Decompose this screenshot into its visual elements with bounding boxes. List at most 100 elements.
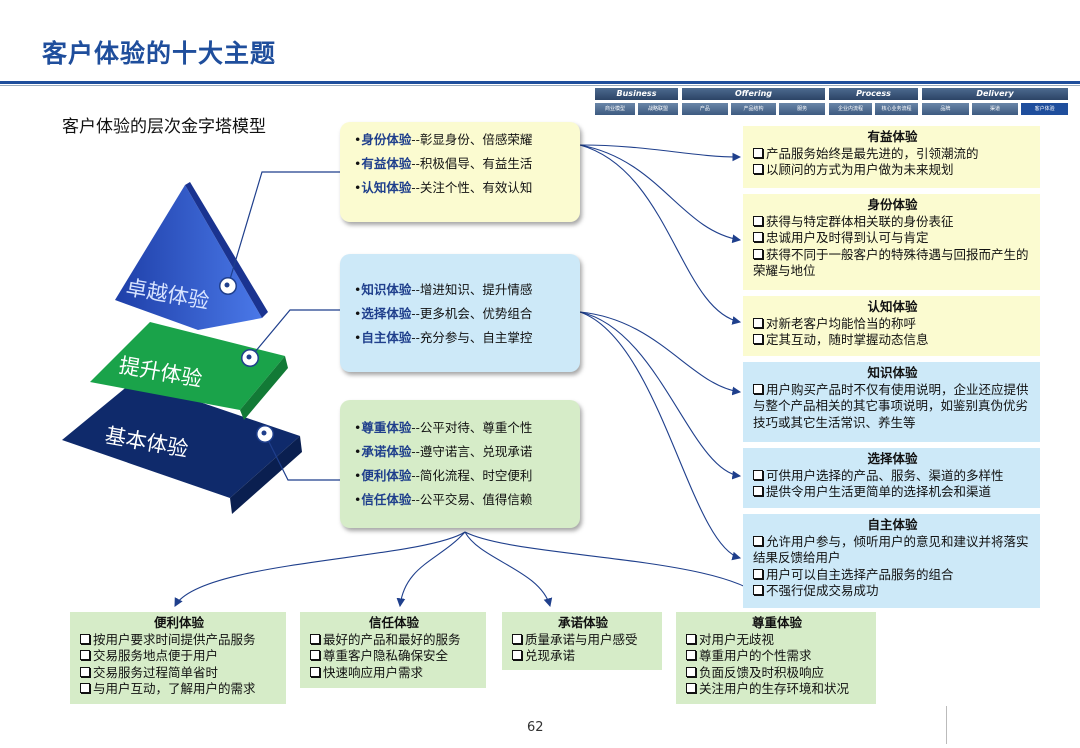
checkbox-item: 关注用户的生存环境和状况 (686, 681, 868, 698)
header-group-process: Process 企业内流程 核心业务流程 (829, 88, 918, 118)
mid-item: •认知体验--关注个性、有效认知 (354, 180, 533, 195)
bottom-box-zunzhong: 尊重体验 对用户无歧视 尊重用户的个性需求 负面反馈及时积极响应 关注用户的生存… (676, 612, 876, 704)
right-box-xuanze: 选择体验 可供用户选择的产品、服务、渠道的多样性 提供令用户生活更简单的选择机会… (743, 448, 1040, 508)
checkbox-icon (512, 633, 522, 644)
checkbox-item: 对用户无歧视 (686, 632, 868, 649)
checkbox-icon (753, 215, 763, 226)
checkbox-icon (686, 666, 696, 677)
bottom-box-bianli: 便利体验 按用户要求时间提供产品服务 交易服务地点便于用户 交易服务过程简单省时… (70, 612, 286, 704)
checkbox-icon (753, 383, 763, 394)
checkbox-icon (753, 469, 763, 480)
checkbox-icon (753, 535, 763, 546)
checkbox-item: 允许用户参与，倾听用户的意见和建议并将落实结果反馈给用户 (753, 533, 1029, 565)
checkbox-icon (80, 666, 90, 677)
right-box-title: 自主体验 (867, 517, 918, 532)
checkbox-item: 可供用户选择的产品、服务、渠道的多样性 (753, 468, 1032, 485)
mid-item: •知识体验--增进知识、提升情感 (354, 282, 533, 297)
pyramid-tier-bottom (62, 380, 300, 498)
checkbox-icon (753, 334, 763, 344)
mid-item: •有益体验--积极倡导、有益生活 (354, 156, 533, 171)
checkbox-item: 以顾问的方式为用户做为未来规划 (753, 162, 1032, 179)
checkbox-item: 与用户互动，了解用户的需求 (80, 681, 278, 698)
mid-box-top: •身份体验--彰显身份、倍感荣耀 •有益体验--积极倡导、有益生活 •认知体验-… (340, 122, 580, 222)
bottom-box-title: 承诺体验 (557, 615, 608, 630)
checkbox-item: 不强行促成交易成功 (753, 583, 1032, 600)
page-title: 客户体验的十大主题 (42, 39, 277, 68)
checkbox-item: 对新老客户均能恰当的称呼 (753, 316, 1032, 333)
checkbox-icon (310, 650, 320, 660)
header-cell: 商业模型 (595, 103, 635, 115)
checkbox-item: 负面反馈及时积极响应 (686, 665, 868, 682)
checkbox-icon (80, 650, 90, 660)
pyramid-tier-middle (90, 322, 285, 410)
title-divider-thin (0, 85, 1080, 86)
checkbox-item: 提供令用户生活更简单的选择机会和渠道 (753, 484, 1032, 501)
checkbox-item: 尊重用户的个性需求 (686, 648, 868, 665)
mid-box-middle: •知识体验--增进知识、提升情感 •选择体验--更多机会、优势组合 •自主体验-… (340, 254, 580, 372)
bottom-box-title: 便利体验 (153, 615, 204, 630)
checkbox-item: 获得不同于一般客户的特殊待遇与回报而产生的荣耀与地位 (753, 246, 1029, 278)
checkbox-item: 交易服务过程简单省时 (80, 665, 278, 682)
mid-item: •自主体验--充分参与、自主掌控 (354, 330, 533, 345)
right-box-youyi: 有益体验 产品服务始终是最先进的，引领潮流的 以顾问的方式为用户做为未来规划 (743, 126, 1040, 188)
right-box-zhishi: 知识体验 用户购买产品时不仅有使用说明，企业还应提供与整个产品相关的其它事项说明… (743, 362, 1040, 442)
mid-item: •选择体验--更多机会、优势组合 (354, 306, 533, 321)
header-label: Business (595, 88, 678, 100)
checkbox-icon (686, 633, 696, 644)
header-group-offering: Offering 产品 产品结构 服务 (682, 88, 826, 118)
checkbox-item: 用户可以自主选择产品服务的组合 (753, 567, 1032, 584)
checkbox-icon (310, 666, 320, 677)
header-group-business: Business 商业模型 战略联盟 (595, 88, 678, 118)
header-cell: 渠道 (971, 103, 1019, 115)
pyramid-connectors (227, 171, 340, 481)
checkbox-icon (686, 683, 696, 693)
header-label: Offering (682, 88, 825, 100)
right-box-shenfen: 身份体验 获得与特定群体相关联的身份表征 忠诚用户及时得到认可与肯定 获得不同于… (743, 194, 1040, 290)
title-divider (0, 81, 1080, 84)
header-cell: 品牌 (922, 103, 969, 115)
checkbox-item: 产品服务始终是最先进的，引领潮流的 (753, 146, 1032, 163)
header-cell: 服务 (779, 103, 826, 115)
checkbox-item: 忠诚用户及时得到认可与肯定 (753, 230, 1032, 247)
checkbox-item: 按用户要求时间提供产品服务 (80, 632, 278, 649)
checkbox-item: 交易服务地点便于用户 (80, 648, 278, 665)
bottom-arrows (174, 531, 771, 608)
checkbox-icon (753, 317, 763, 328)
bottom-box-title: 尊重体验 (751, 615, 802, 630)
header-cell: 战略联盟 (638, 103, 678, 115)
mid-item: •信任体验--公平交易、值得信赖 (354, 492, 533, 507)
right-arrows (579, 144, 742, 561)
checkbox-item: 用户购买产品时不仅有使用说明，企业还应提供与整个产品相关的其它事项说明，如鉴别真… (753, 381, 1029, 430)
checkbox-icon (753, 232, 763, 242)
right-box-zizhu: 自主体验 允许用户参与，倾听用户的意见和建议并将落实结果反馈给用户 用户可以自主… (743, 514, 1040, 608)
header-cell: 产品 (682, 103, 728, 115)
header-label: Delivery (922, 88, 1068, 100)
bottom-box-chengnuo: 承诺体验 质量承诺与用户感受 兑现承诺 (502, 612, 662, 670)
pyramid-dots (219, 277, 274, 443)
checkbox-item: 快速响应用户需求 (310, 665, 478, 682)
mid-item: •身份体验--彰显身份、倍感荣耀 (354, 132, 533, 147)
checkbox-icon (512, 650, 522, 660)
right-box-title: 有益体验 (867, 129, 918, 144)
bottom-box-title: 信任体验 (368, 615, 419, 630)
header-cell: 产品结构 (730, 103, 777, 115)
checkbox-item: 最好的产品和最好的服务 (310, 632, 478, 649)
mid-item: •便利体验--简化流程、时空便利 (354, 468, 533, 483)
checkbox-item: 定其互动，随时掌握动态信息 (753, 332, 1032, 349)
pyramid-subtitle: 客户体验的层次金字塔模型 (62, 117, 266, 137)
checkbox-icon (753, 568, 763, 579)
checkbox-icon (753, 486, 763, 496)
checkbox-icon (310, 633, 320, 644)
checkbox-icon (80, 633, 90, 644)
footer-divider (946, 706, 947, 744)
right-box-title: 认知体验 (867, 299, 918, 314)
mid-item: •承诺体验--遵守诺言、兑现承诺 (354, 444, 533, 459)
checkbox-icon (80, 683, 90, 693)
header-cell: 核心业务流程 (875, 103, 918, 115)
right-box-renzhi: 认知体验 对新老客户均能恰当的称呼 定其互动，随时掌握动态信息 (743, 296, 1040, 356)
bottom-box-xinren: 信任体验 最好的产品和最好的服务 尊重客户隐私确保安全 快速响应用户需求 (300, 612, 486, 688)
checkbox-item: 兑现承诺 (512, 648, 654, 665)
checkbox-item: 获得与特定群体相关联的身份表征 (753, 214, 1032, 231)
checkbox-icon (753, 147, 763, 158)
